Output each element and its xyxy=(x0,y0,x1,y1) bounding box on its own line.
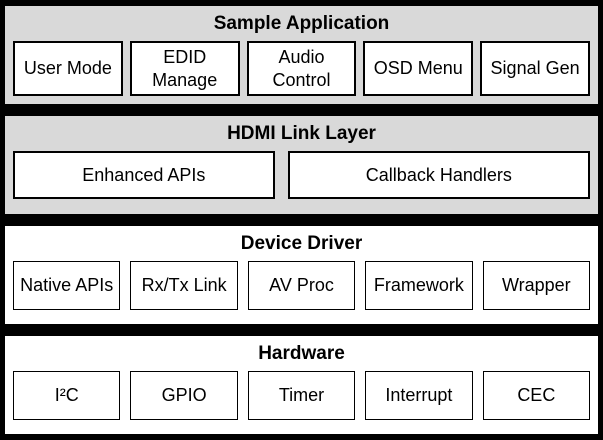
box-edid-manage: EDID Manage xyxy=(129,41,240,96)
box-native-apis: Native APIs xyxy=(13,261,121,310)
layer-hardware: Hardware I²C GPIO Timer Interrupt CEC xyxy=(5,336,598,434)
box-interrupt: Interrupt xyxy=(365,371,473,420)
layer-device-driver: Device Driver Native APIs Rx/Tx Link AV … xyxy=(5,226,598,324)
layer-hdmi-link-layer: HDMI Link Layer Enhanced APIs Callback H… xyxy=(5,116,598,214)
box-cec: CEC xyxy=(482,371,591,420)
layer-title-hdmi-link-layer: HDMI Link Layer xyxy=(227,123,376,144)
layer-title-device-driver: Device Driver xyxy=(240,233,363,254)
box-timer: Timer xyxy=(247,371,356,420)
hardware-box-row: I²C GPIO Timer Interrupt CEC xyxy=(13,371,591,420)
box-av-proc: AV Proc xyxy=(247,261,356,310)
box-osd-menu: OSD Menu xyxy=(363,41,474,96)
box-framework: Framework xyxy=(365,261,473,310)
box-wrapper: Wrapper xyxy=(482,261,591,310)
box-audio-control: Audio Control xyxy=(246,41,357,96)
device-driver-box-row: Native APIs Rx/Tx Link AV Proc Framework… xyxy=(13,261,591,310)
box-callback-handlers: Callback Handlers xyxy=(287,151,590,199)
layer-title-sample-application: Sample Application xyxy=(213,13,390,34)
box-user-mode: User Mode xyxy=(13,41,123,96)
box-gpio: GPIO xyxy=(130,371,238,420)
box-signal-gen: Signal Gen xyxy=(480,41,590,96)
layer-title-hardware: Hardware xyxy=(258,343,345,364)
box-enhanced-apis: Enhanced APIs xyxy=(13,151,275,199)
sample-application-box-row: User Mode EDID Manage Audio Control OSD … xyxy=(13,41,590,96)
layer-sample-application: Sample Application User Mode EDID Manage… xyxy=(5,6,598,104)
box-i2c: I²C xyxy=(13,371,121,420)
hdmi-link-layer-box-row: Enhanced APIs Callback Handlers xyxy=(13,151,590,199)
box-rx-tx-link: Rx/Tx Link xyxy=(130,261,238,310)
